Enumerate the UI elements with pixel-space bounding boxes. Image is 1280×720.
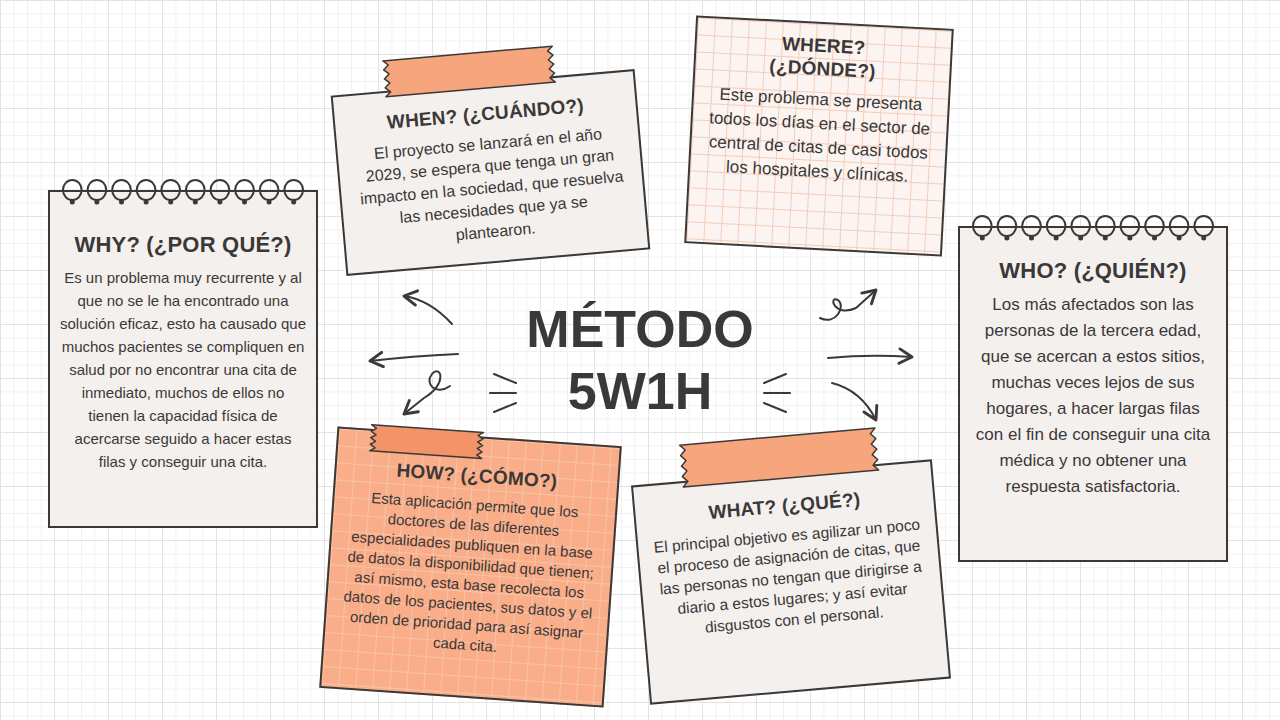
- emphasis-dash: [764, 374, 786, 383]
- spiral-ring: [1121, 216, 1140, 236]
- spiral-ring: [973, 216, 992, 236]
- ring-hole: [1029, 236, 1034, 241]
- pointer-arrow: [404, 371, 450, 414]
- note-heading: WHO? (¿QUIÉN?): [972, 258, 1214, 284]
- emphasis-dash: [764, 403, 786, 412]
- ring-hole: [119, 200, 124, 205]
- spiral-ring: [63, 180, 82, 200]
- sticky-note: HOW? (¿CÓMO?)Esta aplicación permite que…: [319, 426, 622, 707]
- diagram-title: MÉTODO 5W1H: [520, 298, 760, 422]
- note-heading: WHERE? (¿DÓNDE?): [757, 31, 889, 84]
- note-body: Los más afectados son las personas de la…: [972, 292, 1214, 500]
- ring-hole: [168, 200, 173, 205]
- spiral-ring: [260, 180, 279, 200]
- ring-hole: [1078, 236, 1083, 241]
- ring-hole: [70, 200, 75, 205]
- ring-hole: [217, 200, 222, 205]
- spiral-ring: [1194, 216, 1213, 236]
- ring-hole: [1054, 236, 1059, 241]
- ring-hole: [980, 236, 985, 241]
- sticky-note: WHERE? (¿DÓNDE?)Este problema se present…: [684, 15, 954, 256]
- spiral-ring: [186, 180, 205, 200]
- tape-shape: [370, 425, 484, 459]
- notebook-page: WHY? (¿POR QUÉ?) Es un problema muy recur…: [48, 190, 318, 528]
- spiral-ring: [284, 180, 303, 200]
- spiral-ring: [1096, 216, 1115, 236]
- ring-hole: [291, 200, 296, 205]
- emphasis-dash: [494, 374, 516, 383]
- emphasis-dash: [494, 403, 516, 412]
- spiral-ring: [88, 180, 107, 200]
- emphasis-dash: [764, 392, 790, 394]
- ring-hole: [1004, 236, 1009, 241]
- spiral-ring: [1022, 216, 1041, 236]
- pointer-arrow: [820, 290, 876, 320]
- ring-hole: [1103, 236, 1108, 241]
- spiral-ring: [112, 180, 131, 200]
- tape-shape: [680, 428, 879, 487]
- pointer-arrow: [832, 383, 876, 420]
- emphasis-dash: [490, 392, 516, 394]
- sticky-note: WHAT? (¿QUÉ?)El principal objetivo es ag…: [631, 459, 951, 704]
- ring-hole: [193, 200, 198, 205]
- note-heading: WHY? (¿POR QUÉ?): [60, 232, 306, 258]
- note-body: Este problema se presenta todos los días…: [704, 82, 935, 190]
- ring-hole: [1127, 236, 1132, 241]
- ring-hole: [1152, 236, 1157, 241]
- ring-hole: [144, 200, 149, 205]
- spiral-ring: [1145, 216, 1164, 236]
- notebook-page: WHO? (¿QUIÉN?) Los más afectados son las …: [958, 226, 1228, 562]
- spiral-ring: [1047, 216, 1066, 236]
- spiral-ring: [161, 180, 180, 200]
- note-body: Es un problema muy recurrente y al que n…: [60, 266, 306, 473]
- pointer-arrow: [404, 296, 452, 324]
- note-body: El proyecto se lanzará en el año 2029, s…: [351, 121, 633, 254]
- spiral-rings: [48, 176, 318, 210]
- pointer-arrow: [370, 354, 458, 361]
- note-body: El principal objetivo es agilizar un poc…: [652, 513, 930, 641]
- spiral-ring: [998, 216, 1017, 236]
- tape-shape: [383, 46, 555, 97]
- spiral-ring: [137, 180, 156, 200]
- ring-hole: [1177, 236, 1182, 241]
- spiral-ring: [211, 180, 230, 200]
- ring-hole: [242, 200, 247, 205]
- ring-hole: [267, 200, 272, 205]
- spiral-ring: [235, 180, 254, 200]
- pointer-arrow: [828, 356, 912, 358]
- ring-hole: [1201, 236, 1206, 241]
- spiral-ring: [1071, 216, 1090, 236]
- spiral-ring: [1170, 216, 1189, 236]
- spiral-rings: [958, 212, 1228, 246]
- note-body: Esta aplicación permite que los doctores…: [338, 486, 602, 663]
- sticky-note: WHEN? (¿CUÁNDO?)El proyecto se lanzará e…: [331, 69, 651, 276]
- ring-hole: [94, 200, 99, 205]
